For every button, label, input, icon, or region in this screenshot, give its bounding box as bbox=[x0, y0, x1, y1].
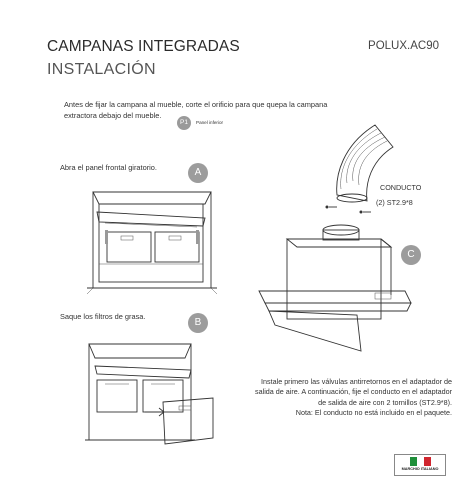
page-subtitle: INSTALACIÓN bbox=[47, 61, 156, 78]
flag-stripe-green bbox=[410, 457, 417, 466]
step-b-badge: B bbox=[188, 313, 208, 333]
instruction-line: salida de aire. A continuación, fije el … bbox=[255, 387, 452, 397]
intro-text: Antes de fijar la campana al mueble, cor… bbox=[64, 100, 328, 120]
installation-instructions: Instale primero las válvulas antirretorn… bbox=[240, 377, 452, 418]
part-label: Panel inferior bbox=[196, 120, 224, 125]
instruction-line: Instale primero las válvulas antirretorn… bbox=[261, 377, 452, 386]
flag-stripe-white bbox=[417, 457, 424, 466]
step-c-badge: C bbox=[401, 245, 421, 265]
diagram-b-remove-filters bbox=[85, 343, 214, 445]
page-title: CAMPANAS INTEGRADAS bbox=[47, 38, 240, 55]
step-a-badge: A bbox=[188, 163, 208, 183]
part-badge-p1: P1 bbox=[177, 116, 191, 130]
step-a-text: Abra el panel frontal giratorio. bbox=[60, 163, 157, 172]
instruction-line: de salida de aire con 2 tornillos (ST2.9… bbox=[318, 397, 452, 407]
step-b-text: Saque los filtros de grasa. bbox=[60, 312, 146, 321]
brand-text: MARCHIO ITALIANO bbox=[401, 467, 439, 471]
flag-stripe-red bbox=[424, 457, 431, 466]
diagram-a-open-panel bbox=[86, 191, 218, 295]
italian-flag-icon bbox=[410, 457, 431, 466]
duct-label: CONDUCTO bbox=[380, 183, 422, 192]
diagram-c-duct-connection bbox=[258, 124, 412, 352]
made-in-italy-badge: MARCHIO ITALIANO bbox=[394, 454, 446, 476]
instruction-line: Nota: El conducto no está incluido en el… bbox=[295, 407, 452, 417]
model-code: POLUX.AC90 bbox=[368, 40, 439, 52]
screws-label: (2) ST2.9*8 bbox=[376, 198, 413, 207]
